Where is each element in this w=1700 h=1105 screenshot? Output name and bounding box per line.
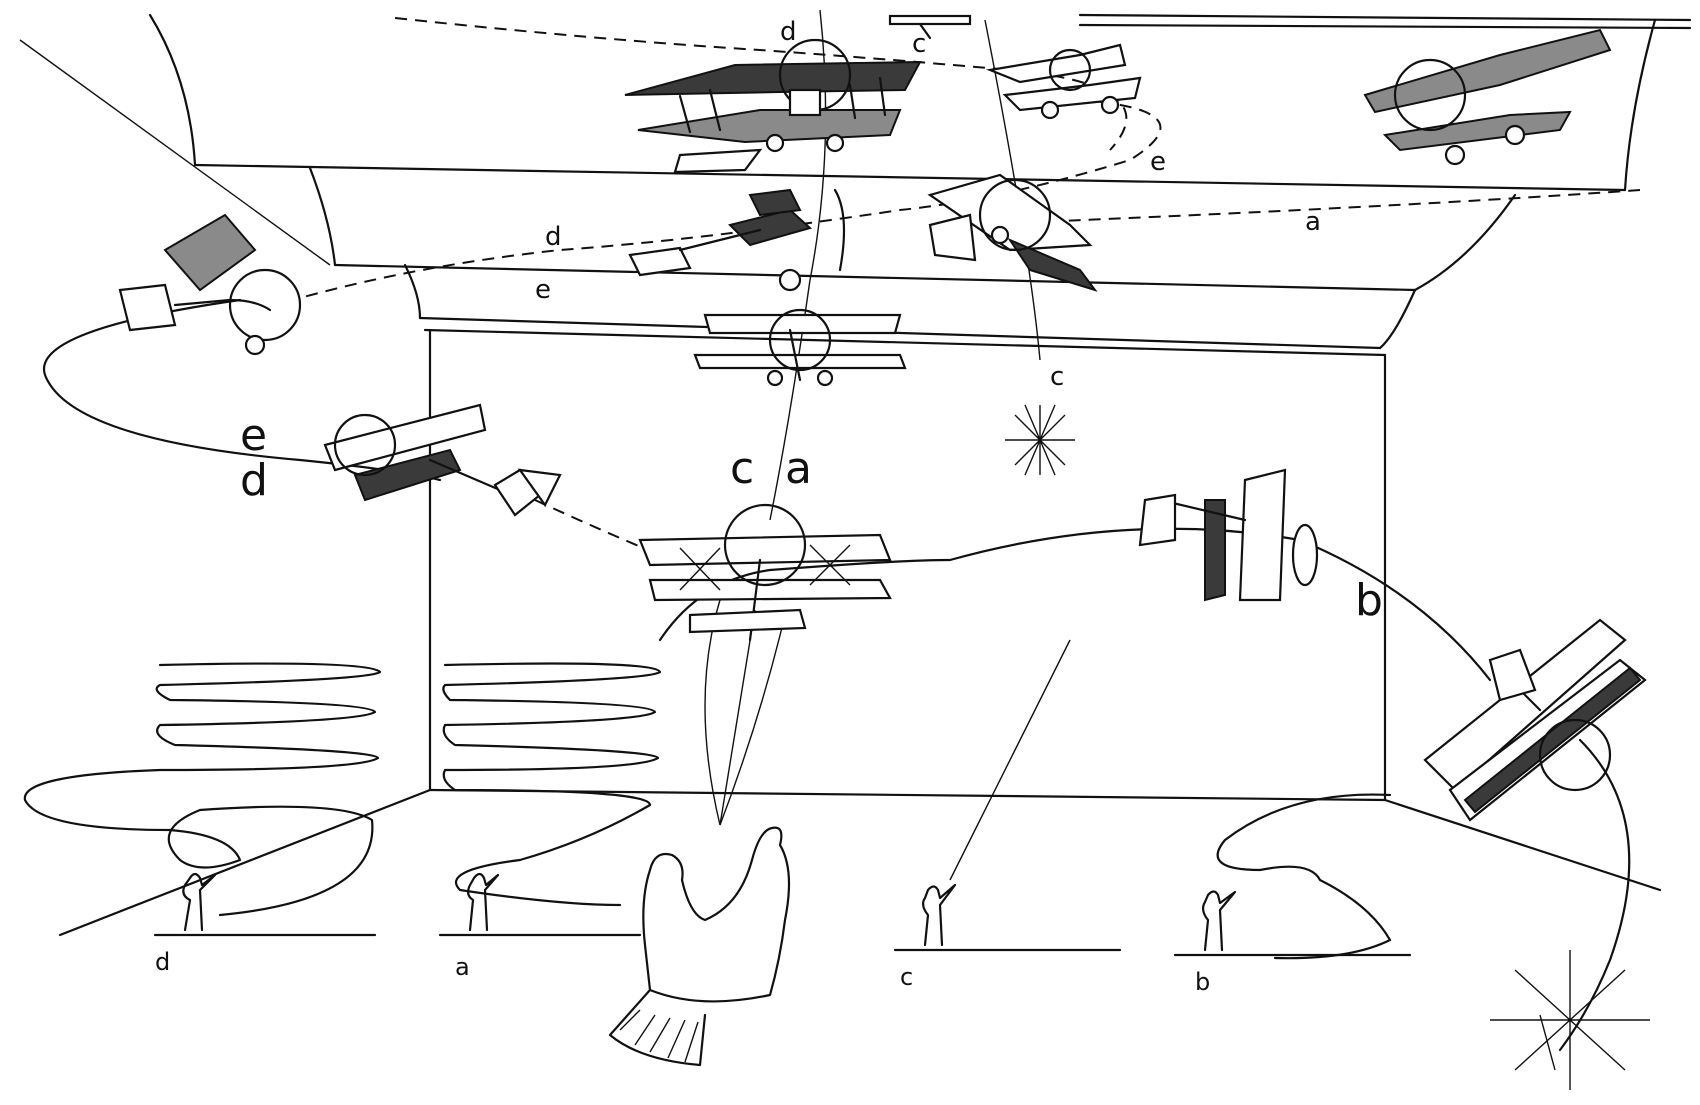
label-top-d: d [780, 17, 797, 47]
label-left-e: e [535, 275, 551, 305]
spiral-a [442, 662, 662, 907]
biplane-top-center [624, 38, 922, 174]
label-center-c: c [730, 443, 754, 494]
biplane-right-middle [1138, 468, 1319, 602]
flight-paths [42, 9, 1641, 1052]
ground-label-c: c [900, 963, 913, 991]
label-left-d: d [545, 222, 562, 252]
path-mid-a [534, 499, 661, 556]
ground-a [438, 872, 642, 937]
biplane-top-small [888, 14, 972, 40]
label-c-near-star: c [1050, 362, 1064, 392]
ground-d [153, 872, 377, 937]
spiral-b [1216, 793, 1392, 960]
biplane-right-lower [1423, 618, 1647, 822]
label-right-b: b [1355, 575, 1383, 626]
spiral-d [23, 662, 382, 917]
biplane-center-main [638, 503, 892, 642]
label-top-c: c [912, 29, 926, 59]
path-d-vertical [769, 9, 827, 521]
biplane-upper-loop [628, 188, 846, 292]
path-arc-b [658, 527, 1492, 682]
label-upper-a: a [1305, 207, 1321, 237]
room-architecture [19, 13, 1692, 1071]
star-burst-bottom [1490, 950, 1650, 1090]
label-mid-e: e [240, 410, 267, 461]
ground-label-d: d [155, 948, 170, 976]
label-center-a: a [785, 443, 812, 494]
path-d-top [394, 17, 1128, 151]
path-e-loop [299, 99, 1162, 299]
path-loop-left [42, 298, 442, 482]
ground-label-b: b [1195, 968, 1210, 996]
label-mid-d: d [240, 455, 268, 506]
biplane-center-upper [693, 308, 907, 387]
path-launch-3 [719, 614, 786, 826]
launching-hand [608, 826, 791, 1067]
path-dive-c [949, 639, 1071, 881]
path-launch-1 [704, 599, 721, 826]
ground-b [1173, 890, 1412, 957]
biplane-left-upper [118, 213, 302, 356]
label-upper-e: e [1150, 147, 1166, 177]
labels: d c e a d e c e d c a b d a c b [155, 17, 1383, 996]
biplane-top-right-center [985, 43, 1142, 120]
ground-c [893, 883, 1122, 952]
path-dive-b [1558, 738, 1631, 1052]
biplane-top-right [1363, 28, 1612, 166]
biplane-left-middle [323, 403, 562, 517]
biplane-upper-tilted [927, 173, 1098, 292]
star-burst-middle [1005, 404, 1075, 476]
ground-label-a: a [455, 953, 470, 981]
